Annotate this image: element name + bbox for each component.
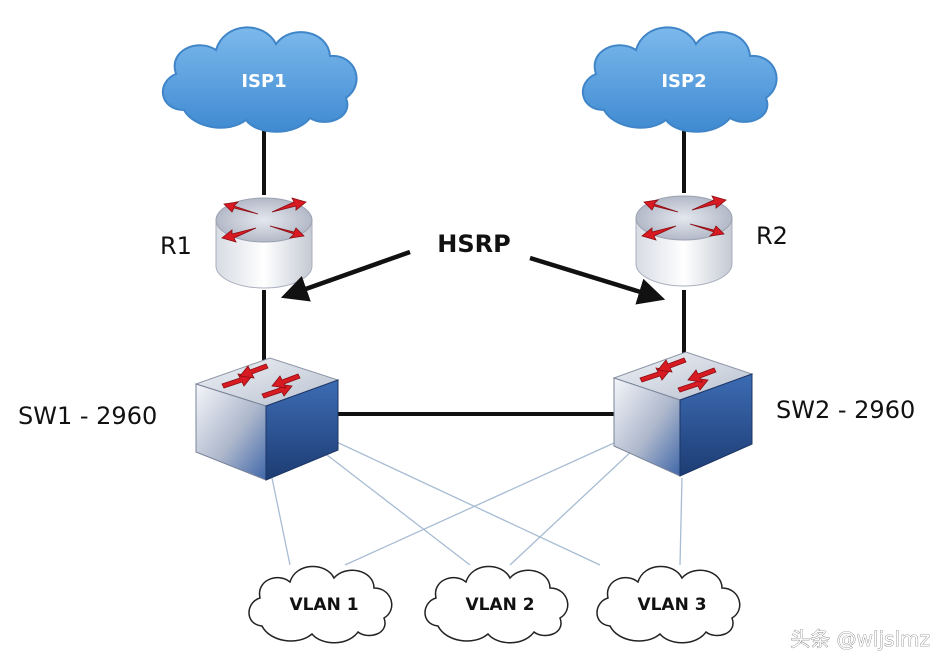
isp1-label: ISP1 [241,71,286,92]
hsrp-arrow-to-r2 [529,255,666,305]
cloud-vlan1: VLAN 1 [248,565,393,644]
r2-label: R2 [756,222,788,250]
router-r2 [635,195,733,287]
vlan1-label: VLAN 1 [289,595,358,615]
link-sw1-vlan3 [327,437,601,566]
switch-sw1 [194,357,340,481]
switch-arrows-icon [639,357,717,393]
router-r1 [215,197,313,289]
vlan2-label: VLAN 2 [465,595,534,615]
vlan3-label: VLAN 3 [637,595,706,615]
main-links [262,130,686,416]
link-sw2-vlan1 [344,437,626,566]
switch-side [679,373,753,477]
sw1-label: SW1 - 2960 [18,402,157,430]
link-sw2-vlan2 [509,447,636,566]
link-sw1-vlan1 [271,477,291,566]
hsrp-label: HSRP [437,230,510,258]
switch-arrows-icon [221,363,301,399]
cloud-shape [581,26,778,133]
isp2-label: ISP2 [661,71,706,92]
switch-sw2 [612,351,754,477]
cloud-shape [596,565,741,644]
cloud-vlan2: VLAN 2 [424,565,569,644]
r1-label: R1 [160,232,192,260]
link-sw2-vlan3 [679,477,683,566]
router-arrows-icon [641,195,727,241]
cloud-vlan3: VLAN 3 [596,565,741,644]
cloud-shape [161,26,358,133]
cloud-shape [424,565,569,644]
cloud-shape [248,565,393,644]
link-sw1-vlan2 [317,447,471,566]
switch-side [265,379,339,481]
vlan-links [271,437,683,566]
router-arrows-icon [221,197,307,243]
watermark: 头条 @wljslmz [790,627,930,651]
cloud-isp2: ISP2 [581,26,778,133]
cloud-isp1: ISP1 [161,26,358,133]
sw2-label: SW2 - 2960 [776,396,915,424]
hsrp-arrow-to-r1 [280,249,411,302]
